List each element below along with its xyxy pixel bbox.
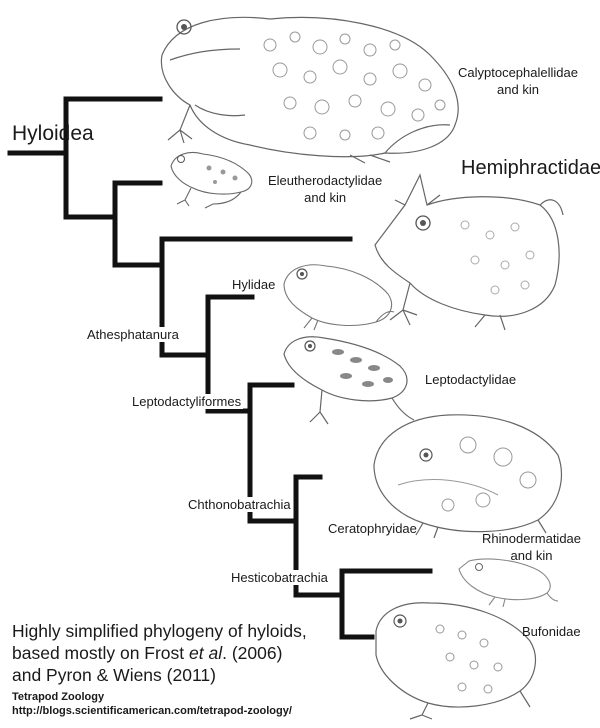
credit-block: Tetrapod Zoology http://blogs.scientific…	[12, 690, 292, 718]
node-label-leptodactyliformes: Leptodactyliformes	[130, 394, 244, 409]
clade-label-rhinodermatidae: Rhinodermatidae and kin	[482, 530, 581, 564]
clade-label-bufonidae: Bufonidae	[522, 624, 581, 639]
node-label-hesticobatrachia: Hesticobatrachia	[229, 570, 330, 585]
node-label-athesphatanura: Athesphatanura	[85, 327, 181, 342]
caption-italic: et al	[189, 643, 223, 663]
leptodactylus-frog-drawing	[283, 336, 415, 425]
caption-line-3: and Pyron & Wiens (2011)	[12, 665, 216, 685]
clade-label-ceratophryidae: Ceratophryidae	[328, 521, 417, 536]
caption-text: . (2006)	[222, 643, 283, 663]
clade-label-line: Rhinodermatidae	[482, 531, 582, 546]
clade-label-line: Eleutherodactylidae	[268, 173, 383, 188]
calyptocephalella-frog-drawing	[160, 16, 459, 164]
clade-label-eleutherodactylidae: Eleutherodactylidae and kin	[268, 172, 382, 206]
caption-line-2: based mostly on Frost et al. (2006)	[12, 642, 342, 664]
clade-label-leptodactylidae: Leptodactylidae	[425, 372, 517, 387]
credit-url[interactable]: http://blogs.scientificamerican.com/tetr…	[12, 705, 292, 717]
caption-line-1: Highly simplified phylogeny of hyloids,	[12, 621, 307, 641]
clade-label-line: Calyptocephalellidae	[458, 65, 578, 80]
rhinoderma-frog-drawing	[458, 558, 559, 608]
clade-label-line: and kin	[497, 82, 539, 97]
ceratophrys-frog-drawing	[373, 414, 562, 539]
caption-text: based mostly on Frost	[12, 643, 190, 663]
clade-label-hemiphractidae: Hemiphractidae	[461, 157, 600, 179]
eleutherodactylus-frog-drawing	[170, 151, 253, 209]
root-label: Hyloidea	[12, 122, 94, 145]
hylid-frog-drawing	[283, 264, 395, 331]
credit-title: Tetrapod Zoology	[12, 691, 105, 703]
bufo-toad-drawing	[375, 602, 537, 720]
clade-label-line: and kin	[304, 190, 347, 205]
figure-caption: Highly simplified phylogeny of hyloids, …	[12, 620, 342, 686]
clade-label-line: and kin	[510, 548, 553, 563]
clade-label-hylidae: Hylidae	[232, 277, 276, 292]
clade-label-calyptocephalellidae: Calyptocephalellidae and kin	[458, 64, 578, 98]
hemiphractus-frog-drawing	[374, 173, 564, 331]
node-label-chthonobatrachia: Chthonobatrachia	[186, 497, 293, 512]
